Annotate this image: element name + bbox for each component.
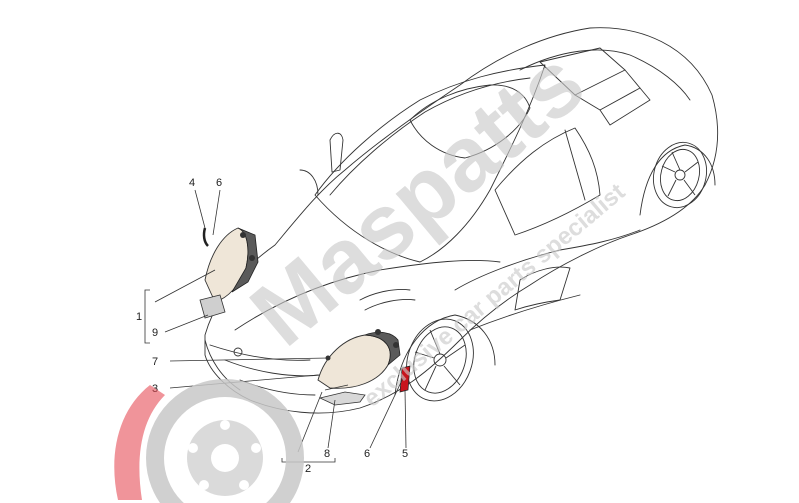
- brake-disc-icon: [114, 379, 304, 503]
- callout-5: 5: [402, 448, 408, 460]
- rear-wheel: [653, 141, 707, 209]
- watermark-logo: Maspatts exclusive car parts specialist: [114, 31, 630, 503]
- callout-2: 2: [305, 463, 311, 475]
- callout-4: 4: [189, 177, 195, 189]
- right-headlamp-assembly[interactable]: [317, 329, 401, 389]
- front-wheel: [406, 318, 474, 402]
- watermark-brand: Maspatts: [232, 31, 603, 365]
- callout-8: 8: [324, 448, 330, 460]
- part-5-side-marker[interactable]: [399, 365, 411, 393]
- part-4-bracket[interactable]: [202, 227, 209, 247]
- callout-1: 1: [136, 311, 142, 323]
- callout-6-top: 6: [216, 177, 222, 189]
- car-outline: [204, 27, 719, 414]
- part-8-lower-lamp[interactable]: [318, 384, 366, 406]
- callout-6-bottom: 6: [364, 448, 370, 460]
- callout-7: 7: [152, 356, 158, 368]
- callout-9: 9: [152, 327, 158, 339]
- left-headlamp-assembly[interactable]: [199, 227, 259, 319]
